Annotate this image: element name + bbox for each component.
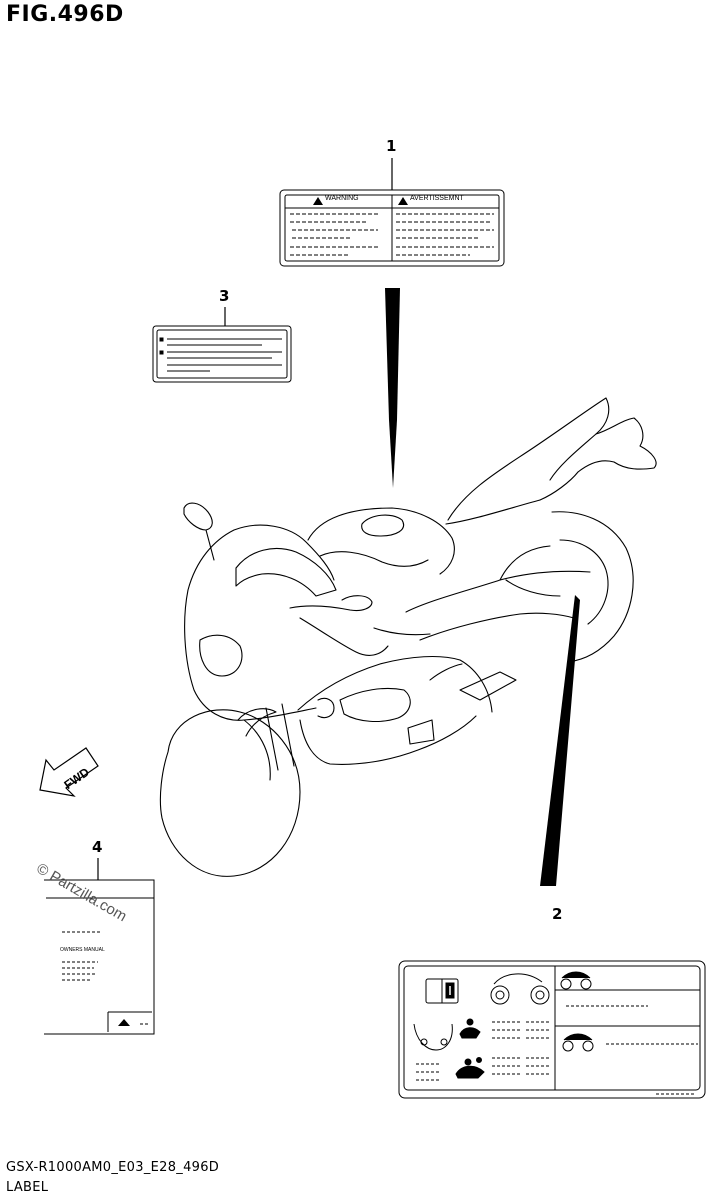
warning-triangle-icon bbox=[313, 197, 408, 205]
label-3 bbox=[152, 325, 292, 383]
figure-title: FIG.496D bbox=[6, 2, 124, 27]
book-info-icon bbox=[425, 978, 459, 1004]
rider-icon bbox=[455, 1018, 485, 1079]
callout-4: 4 bbox=[92, 838, 103, 856]
label-2-tire-info bbox=[398, 960, 706, 1099]
pointer-wedge-2 bbox=[540, 595, 580, 886]
callout-1: 1 bbox=[386, 137, 397, 155]
callout-3: 3 bbox=[219, 287, 230, 305]
motorcycle-icon bbox=[560, 971, 594, 1052]
figure-code: GSX-R1000AM0_E03_E28_496D bbox=[6, 1160, 220, 1175]
label-1-left-header: WARNING bbox=[325, 195, 359, 202]
book-info-icon bbox=[118, 1019, 130, 1026]
label-1-warning bbox=[279, 189, 505, 267]
callout-2: 2 bbox=[552, 905, 563, 923]
motorcycle-icon bbox=[490, 973, 550, 1005]
motorcycle-outline bbox=[159, 397, 657, 877]
fwd-arrow: FWD bbox=[39, 747, 99, 797]
leader-lines bbox=[97, 158, 393, 880]
figure-section: LABEL bbox=[6, 1180, 49, 1195]
pointer-wedge-1 bbox=[385, 288, 400, 488]
tire-icon bbox=[413, 1023, 453, 1051]
passenger-icon bbox=[476, 1057, 482, 1063]
label-4-owners-manual bbox=[44, 879, 155, 1035]
label-4-heading: OWNERS MANUAL bbox=[60, 947, 105, 953]
label-1-right-header: AVERTISSEMNT bbox=[410, 195, 464, 202]
